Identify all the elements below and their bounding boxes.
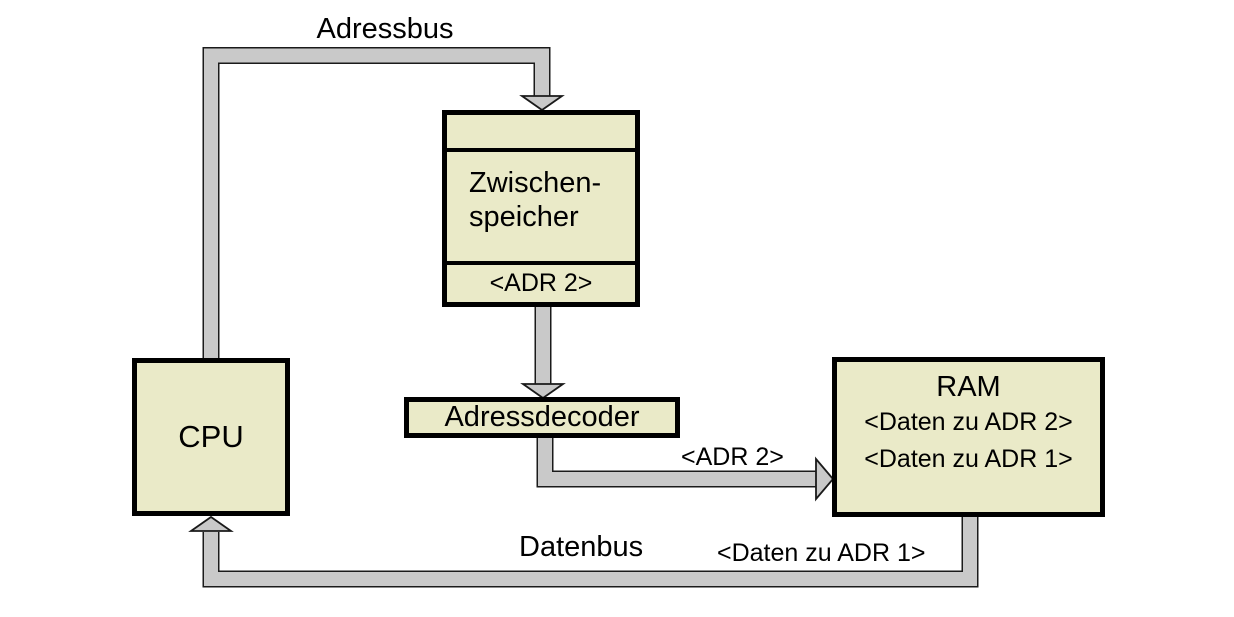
cpu-node: CPU [132, 358, 290, 516]
arrow-down-icon [520, 383, 566, 400]
daten-zu-adr1-bus-label: <Daten zu ADR 1> [717, 539, 926, 567]
zwischenspeicher-adr2-slot: <ADR 2> [447, 261, 635, 302]
datenbus-label: Datenbus [519, 531, 644, 563]
datenbus-line [188, 514, 979, 588]
arrow-right-icon [815, 456, 835, 502]
ram-data-row-adr1: <Daten zu ADR 1> [864, 445, 1073, 473]
zwischenspeicher-adr2-value: <ADR 2> [489, 269, 593, 297]
adressbus-label: Adressbus [316, 13, 454, 45]
adr2-bus-label: <ADR 2> [681, 443, 784, 471]
adressbus-line [202, 47, 565, 360]
adressdecoder-node: Adressdecoder [404, 397, 680, 438]
adressdecoder-label: Adressdecoder [444, 401, 640, 433]
zwischenspeicher-node: Zwischen- speicher <ADR 2> [442, 110, 640, 307]
zwischenspeicher-label-line1: Zwischen- [469, 167, 602, 199]
ram-node: RAM <Daten zu ADR 2> <Daten zu ADR 1> [832, 357, 1105, 517]
arrow-down-icon [519, 95, 565, 112]
zwischenspeicher-label: Zwischen- speicher [447, 152, 635, 261]
ram-data-row-adr2: <Daten zu ADR 2> [864, 408, 1073, 436]
zwischenspeicher-label-line2: speicher [469, 201, 579, 233]
ram-title: RAM [936, 371, 1001, 403]
buffer-to-decoder-line [520, 305, 566, 400]
cpu-label: CPU [178, 419, 244, 454]
decoder-to-ram-line [536, 436, 835, 502]
arrow-up-icon [188, 515, 234, 532]
zwischenspeicher-empty-slot [447, 115, 635, 152]
